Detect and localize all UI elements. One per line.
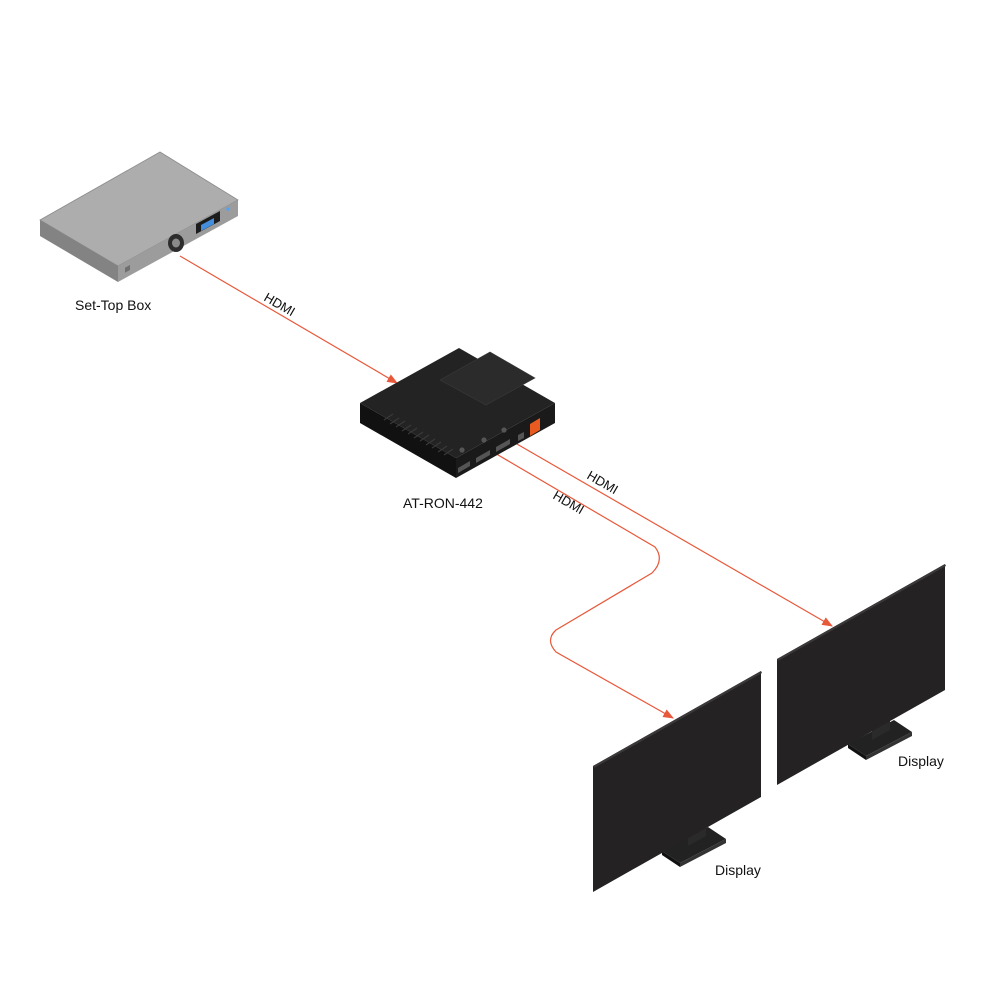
display-icon [777,564,946,785]
device-label: Set-Top Box [75,297,151,313]
cable-switcher-to-display-left: HDMI [492,451,674,719]
cable-label: HDMI [585,468,621,498]
display-icon [593,671,762,892]
cable-line [509,439,833,627]
cable-stb-to-switcher: HDMI [179,255,398,384]
cable-switcher-to-display-right: HDMI [509,439,833,627]
display-left: Display [593,671,762,892]
device-label: Display [898,753,944,769]
cable-line [492,451,674,719]
device-label: AT-RON-442 [403,495,483,511]
at-ron-442-switcher: AT-RON-442 [360,348,555,511]
display-right: Display [777,564,946,785]
set-top-box: Set-Top Box [39,151,239,313]
cable-line [179,255,398,384]
device-label: Display [715,862,761,878]
cable-label: HDMI [551,488,587,518]
set-top-box-icon [39,151,239,282]
av-switcher-icon [360,348,555,478]
